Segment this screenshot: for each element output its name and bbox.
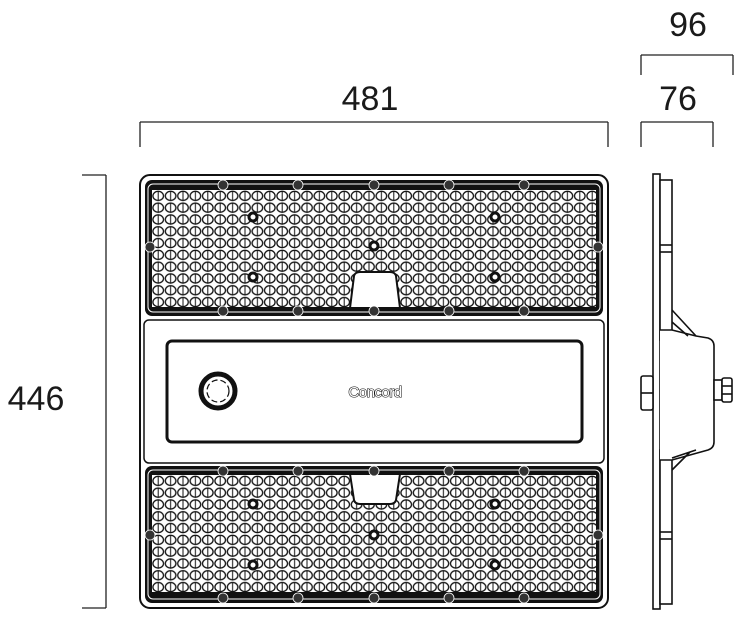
sensor-socket-icon — [198, 371, 238, 411]
dimension-width-label: 481 — [342, 80, 399, 118]
dimension-width — [139, 121, 609, 147]
led-module-top — [144, 179, 604, 317]
cable-gland-icon — [713, 377, 733, 403]
front-view: Concord — [139, 174, 609, 609]
dimension-depth-body — [640, 121, 714, 147]
dimension-depth-total — [640, 54, 734, 75]
brand-logo: Concord — [348, 384, 401, 401]
side-view — [640, 173, 733, 610]
dimension-height-label: 446 — [8, 380, 65, 418]
dimension-depth-total-label: 96 — [669, 6, 707, 44]
dimension-height — [82, 174, 107, 609]
dimension-depth-body-label: 76 — [659, 80, 697, 118]
led-module-bottom — [144, 465, 604, 604]
driver-housing: Concord — [143, 319, 605, 464]
